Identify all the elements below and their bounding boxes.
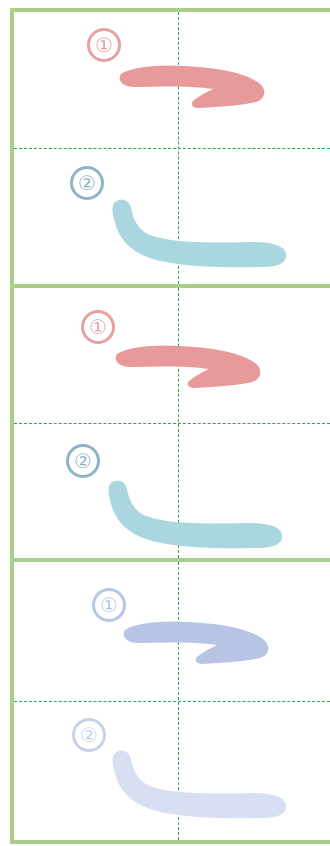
stroke-order-panel-1: ① ②	[10, 8, 330, 288]
stroke-number-1: ①	[92, 588, 126, 622]
horizontal-guide-line	[14, 423, 330, 424]
curved-horizontal-stroke-icon	[112, 199, 287, 268]
stroke-number-2: ②	[72, 718, 106, 752]
stroke-step-2: ②	[14, 700, 330, 838]
curved-horizontal-stroke-icon	[108, 480, 283, 549]
stroke-step-1: ①	[14, 562, 330, 700]
stroke-order-panel-2: ① ②	[10, 284, 330, 562]
stroke-number-2: ②	[66, 444, 100, 478]
stroke-number-1: ①	[87, 28, 121, 62]
curved-horizontal-stroke-icon	[112, 750, 287, 819]
horizontal-hook-stroke-icon	[123, 621, 269, 664]
stroke-number-2: ②	[70, 166, 104, 200]
stroke-step-2: ②	[14, 150, 330, 284]
stroke-number-1: ①	[81, 310, 115, 344]
stroke-step-2: ②	[14, 426, 330, 558]
stroke-order-panel-3: ① ②	[10, 558, 330, 844]
horizontal-guide-line	[14, 701, 330, 702]
horizontal-hook-stroke-icon	[119, 65, 265, 108]
horizontal-hook-stroke-icon	[115, 345, 261, 388]
stroke-step-1: ①	[14, 12, 330, 150]
horizontal-guide-line	[14, 148, 330, 149]
stroke-step-1: ①	[14, 288, 330, 426]
